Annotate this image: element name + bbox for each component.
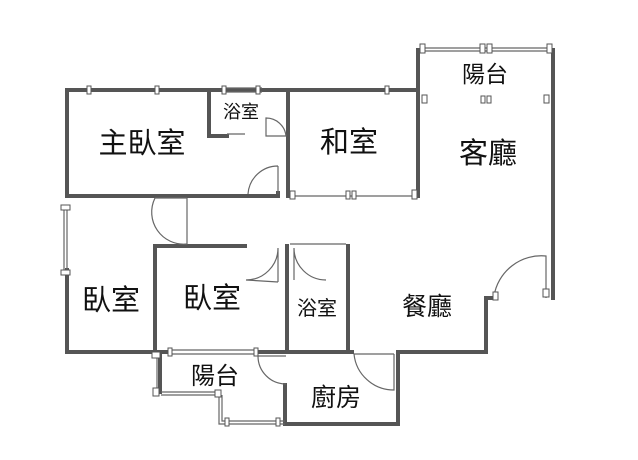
window-top-balcony [420,47,552,52]
label-bathroom-2: 浴室 [297,296,337,320]
wall-kitchen-left [283,350,400,426]
door-bedroom1 [151,197,188,245]
mark-10 [480,95,486,104]
rail-balcony-left [156,358,219,396]
door-living [493,255,547,298]
mark-22 [214,389,222,398]
mark-18 [151,351,161,359]
mark-26 [255,85,261,95]
mark-7 [546,43,553,54]
wall-marks [60,43,553,427]
label-bathroom-1: 浴室 [223,102,259,123]
label-balcony-top: 陽台 [462,62,508,88]
mark-3 [384,85,390,95]
mark-16 [60,204,71,211]
rail-balcony-right [218,392,285,425]
mark-5 [479,43,486,54]
mark-15 [289,190,296,200]
mark-21 [152,387,160,397]
door-bath2 [293,247,327,281]
doors [151,117,547,391]
mark-19 [167,347,173,357]
mark-2 [154,85,160,95]
label-balcony-bottom: 陽台 [191,362,239,390]
label-living-room: 客廳 [459,136,517,170]
mark-8 [421,94,428,104]
mark-1 [86,85,92,95]
door-master [247,165,279,195]
door-bath1 [265,117,287,137]
room-labels: 陽台 客廳 主臥室 浴室 和室 臥室 臥室 浴室 餐廳 陽台 廚房 [82,62,517,412]
wall-dining-right [396,296,488,354]
mark-6 [486,43,493,54]
label-dining-room: 餐廳 [402,292,452,321]
label-japanese-room: 和室 [320,125,378,159]
mark-27 [542,288,550,298]
mark-4 [419,43,426,54]
door-kitchen [353,353,395,391]
mark-12 [345,190,351,200]
mark-14 [411,189,418,200]
wall-bedroom1-left [65,268,157,354]
wall-bath1-left [207,88,229,138]
mark-9 [543,94,550,104]
mark-28 [492,291,499,301]
window-bath1-top [222,87,262,93]
door-balcony-lower [257,355,287,385]
label-master-bedroom: 主臥室 [98,126,185,160]
rail-balcony-bottom [170,349,258,355]
mark-13 [351,190,357,200]
walls [65,48,555,426]
label-bedroom-1: 臥室 [82,283,140,317]
mark-24 [275,417,281,427]
label-kitchen: 廚房 [311,383,361,412]
mark-17 [60,269,71,276]
window-left-bedroom1 [63,206,68,274]
mark-20 [253,347,259,357]
window-lines [63,47,552,425]
mark-23 [224,417,230,427]
door-bedroom2 [245,247,279,283]
label-bedroom-2: 臥室 [183,281,241,315]
mark-25 [221,85,227,95]
mark-11 [486,95,492,104]
